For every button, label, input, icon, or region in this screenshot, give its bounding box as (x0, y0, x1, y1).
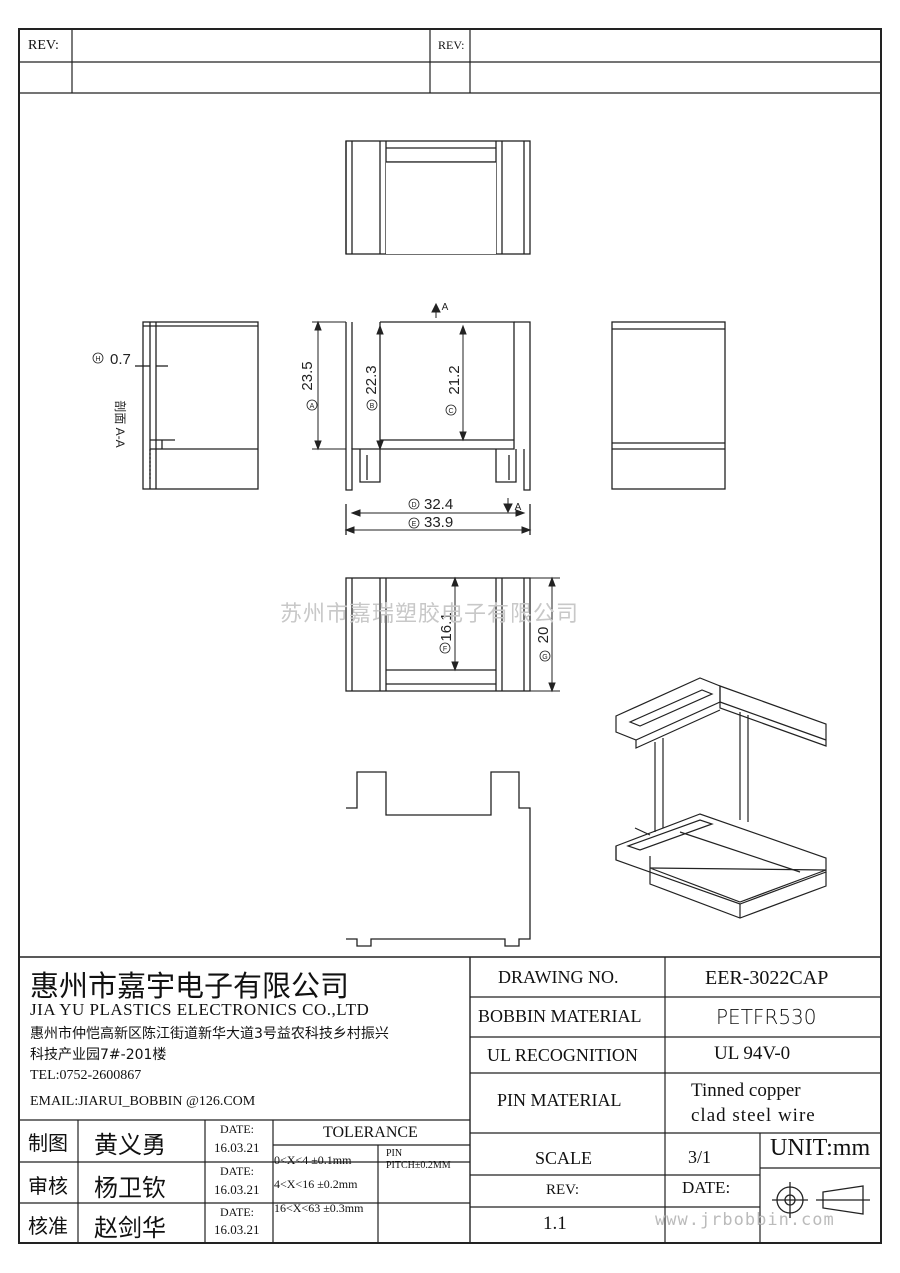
section-label: 剖面 A-A (113, 400, 127, 447)
bottom-view (345, 577, 531, 692)
rev-label-right: REV: (438, 38, 465, 52)
side-view (611, 321, 726, 490)
dim-f-value: 16.1 (438, 612, 455, 641)
rev-label-left: REV: (28, 38, 59, 53)
cut-marker-top: A (442, 302, 449, 313)
pin-material-line1: Tinned copper (691, 1080, 801, 1101)
dim-a-value: 23.5 (299, 361, 316, 390)
scale-value: 3/1 (688, 1147, 712, 1167)
signoff-date-drawn: 16.03.21 (214, 1140, 260, 1155)
signoff-date-checked: 16.03.21 (214, 1182, 260, 1197)
signoff-role-approved: 核准 (28, 1214, 68, 1238)
rev-label-bottom: REV: (546, 1182, 580, 1198)
scale-label: SCALE (535, 1148, 593, 1168)
signoff-name-drawn: 黄义勇 (94, 1131, 166, 1159)
drawing-no-label: DRAWING NO. (498, 967, 619, 987)
projection-symbol-icon (772, 1182, 870, 1218)
bobbin-material-label: BOBBIN MATERIAL (478, 1006, 642, 1026)
signoff-date-approved: 16.03.21 (214, 1222, 260, 1237)
technical-drawing: 23.5 22.3 21.2 32.4 33.9 16.1 20 0.7 剖面 … (92, 140, 827, 947)
dim-g-ref: G (542, 654, 547, 661)
company-address-1: 惠州市仲恺高新区陈江街道新华大道3号益农科技乡村振兴 (30, 1026, 389, 1042)
pin-material-label: PIN MATERIAL (497, 1090, 622, 1110)
tolerance-pin-pitch: PITCH±0.2MM (386, 1160, 451, 1171)
company-address-2: 科技产业园7#-201楼 (30, 1047, 167, 1063)
rev-value: 1.1 (543, 1213, 567, 1234)
unit-value: UNIT:mm (770, 1135, 871, 1161)
company-email: EMAIL:JIARUI_BOBBIN @126.COM (30, 1094, 256, 1109)
tolerance-pin-label: PIN (386, 1148, 403, 1159)
company-name-en: JIA YU PLASTICS ELECTRONICS CO.,LTD (30, 1000, 370, 1019)
section-view (135, 321, 259, 490)
signoff-role-checked: 审核 (28, 1174, 68, 1198)
dim-c-ref: C (448, 408, 453, 415)
drawing-no-value: EER-3022CAP (705, 967, 829, 989)
dim-d-value: 32.4 (424, 496, 453, 513)
signoff-date-label-approved: DATE: (220, 1205, 254, 1219)
dim-e-ref: E (412, 521, 417, 528)
watermark: 苏州市嘉瑞塑胶电子有限公司 (280, 602, 580, 627)
tolerance-row-1: 0<X<4 ±0.1mm (274, 1153, 352, 1167)
dim-d-ref: D (411, 502, 416, 509)
company-tel: TEL:0752-2600867 (30, 1068, 142, 1083)
signoff-date-label-drawn: DATE: (220, 1122, 254, 1136)
top-view (345, 140, 531, 255)
signoff-name-approved: 赵剑华 (94, 1214, 166, 1242)
pin-material-line2: clad steel wire (691, 1105, 816, 1126)
dim-h-ref: H (95, 356, 100, 363)
dim-h-value: 0.7 (110, 351, 131, 368)
signoff-role-drawn: 制图 (28, 1131, 68, 1155)
dim-f-ref: F (443, 646, 447, 653)
cut-marker-bottom: A (515, 502, 522, 513)
ul-value: UL 94V-0 (714, 1043, 791, 1064)
dim-e-value: 33.9 (424, 514, 453, 531)
tolerance-row-2: 4<X<16 ±0.2mm (274, 1177, 358, 1191)
isometric-view (615, 677, 827, 919)
date-label-bottom: DATE: (682, 1178, 731, 1197)
website-watermark: www.jrbobbin.com (655, 1210, 835, 1230)
dim-a-ref: A (310, 403, 315, 410)
dim-c-value: 21.2 (446, 365, 463, 394)
tolerance-title: TOLERANCE (323, 1124, 418, 1141)
dim-b-value: 22.3 (363, 365, 380, 394)
bobbin-material-value: PETFR530 (716, 1005, 817, 1029)
tolerance-row-3: 16<X<63 ±0.3mm (274, 1201, 364, 1215)
company-name-cn: 惠州市嘉宇电子有限公司 (30, 969, 350, 1003)
drawing-sheet (18, 28, 882, 1244)
signoff-date-label-checked: DATE: (220, 1164, 254, 1178)
pin-view (346, 771, 531, 947)
dim-g-value: 20 (535, 627, 552, 644)
ul-label: UL RECOGNITION (487, 1045, 638, 1065)
dim-b-ref: B (370, 403, 375, 410)
signoff-name-checked: 杨卫钦 (94, 1174, 166, 1202)
